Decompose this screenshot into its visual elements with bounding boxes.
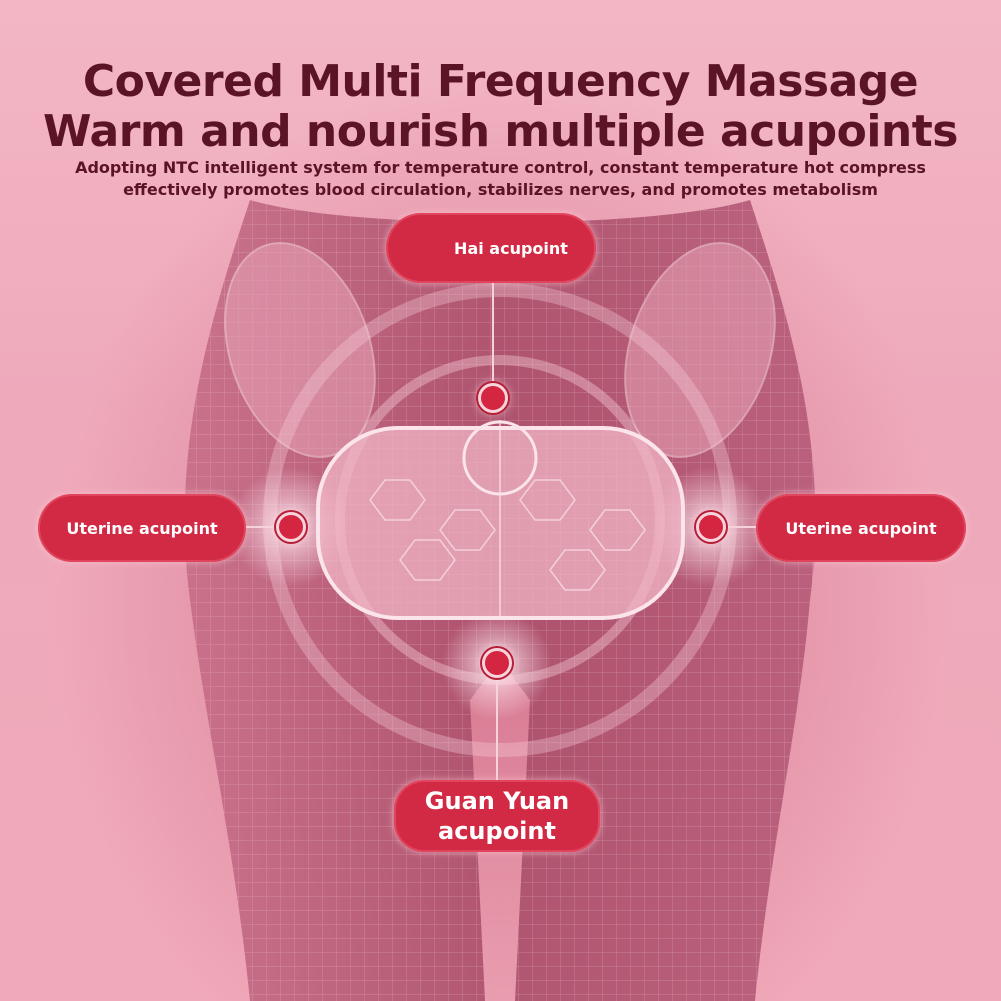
guan-yuan-text-line-1: Guan Yuan: [424, 787, 570, 815]
uterine-left-acupoint-label: Uterine acupoint: [38, 494, 246, 562]
guan-yuan-connector-line: [496, 680, 498, 780]
uterine-left-acupoint-text: Uterine acupoint: [66, 518, 218, 538]
guan-yuan-acupoint-marker-icon: [482, 648, 512, 678]
uterine-right-connector-line: [726, 526, 756, 528]
hai-connector-line: [492, 283, 494, 383]
uterine-left-connector-line: [246, 526, 276, 528]
hai-acupoint-text: Hai acupoint: [454, 238, 568, 258]
description-line-1: Adopting NTC intelligent system for temp…: [75, 158, 926, 177]
uterine-right-acupoint-marker-icon: [696, 512, 726, 542]
uterine-right-acupoint-label: Uterine acupoint: [756, 494, 966, 562]
uterine-right-acupoint-text: Uterine acupoint: [785, 518, 937, 538]
headline-title: Covered Multi Frequency Massage: [82, 56, 919, 107]
uterine-left-acupoint-marker-icon: [276, 512, 306, 542]
hai-acupoint-label: Hai acupoint: [386, 213, 596, 283]
description-line-2: effectively promotes blood circulation, …: [123, 180, 878, 199]
guan-yuan-acupoint-label: Guan Yuan acupoint: [394, 780, 600, 852]
headline-subtitle: Warm and nourish multiple acupoints: [43, 106, 958, 157]
hai-acupoint-marker-icon: [478, 383, 508, 413]
guan-yuan-text-line-2: acupoint: [438, 817, 556, 845]
